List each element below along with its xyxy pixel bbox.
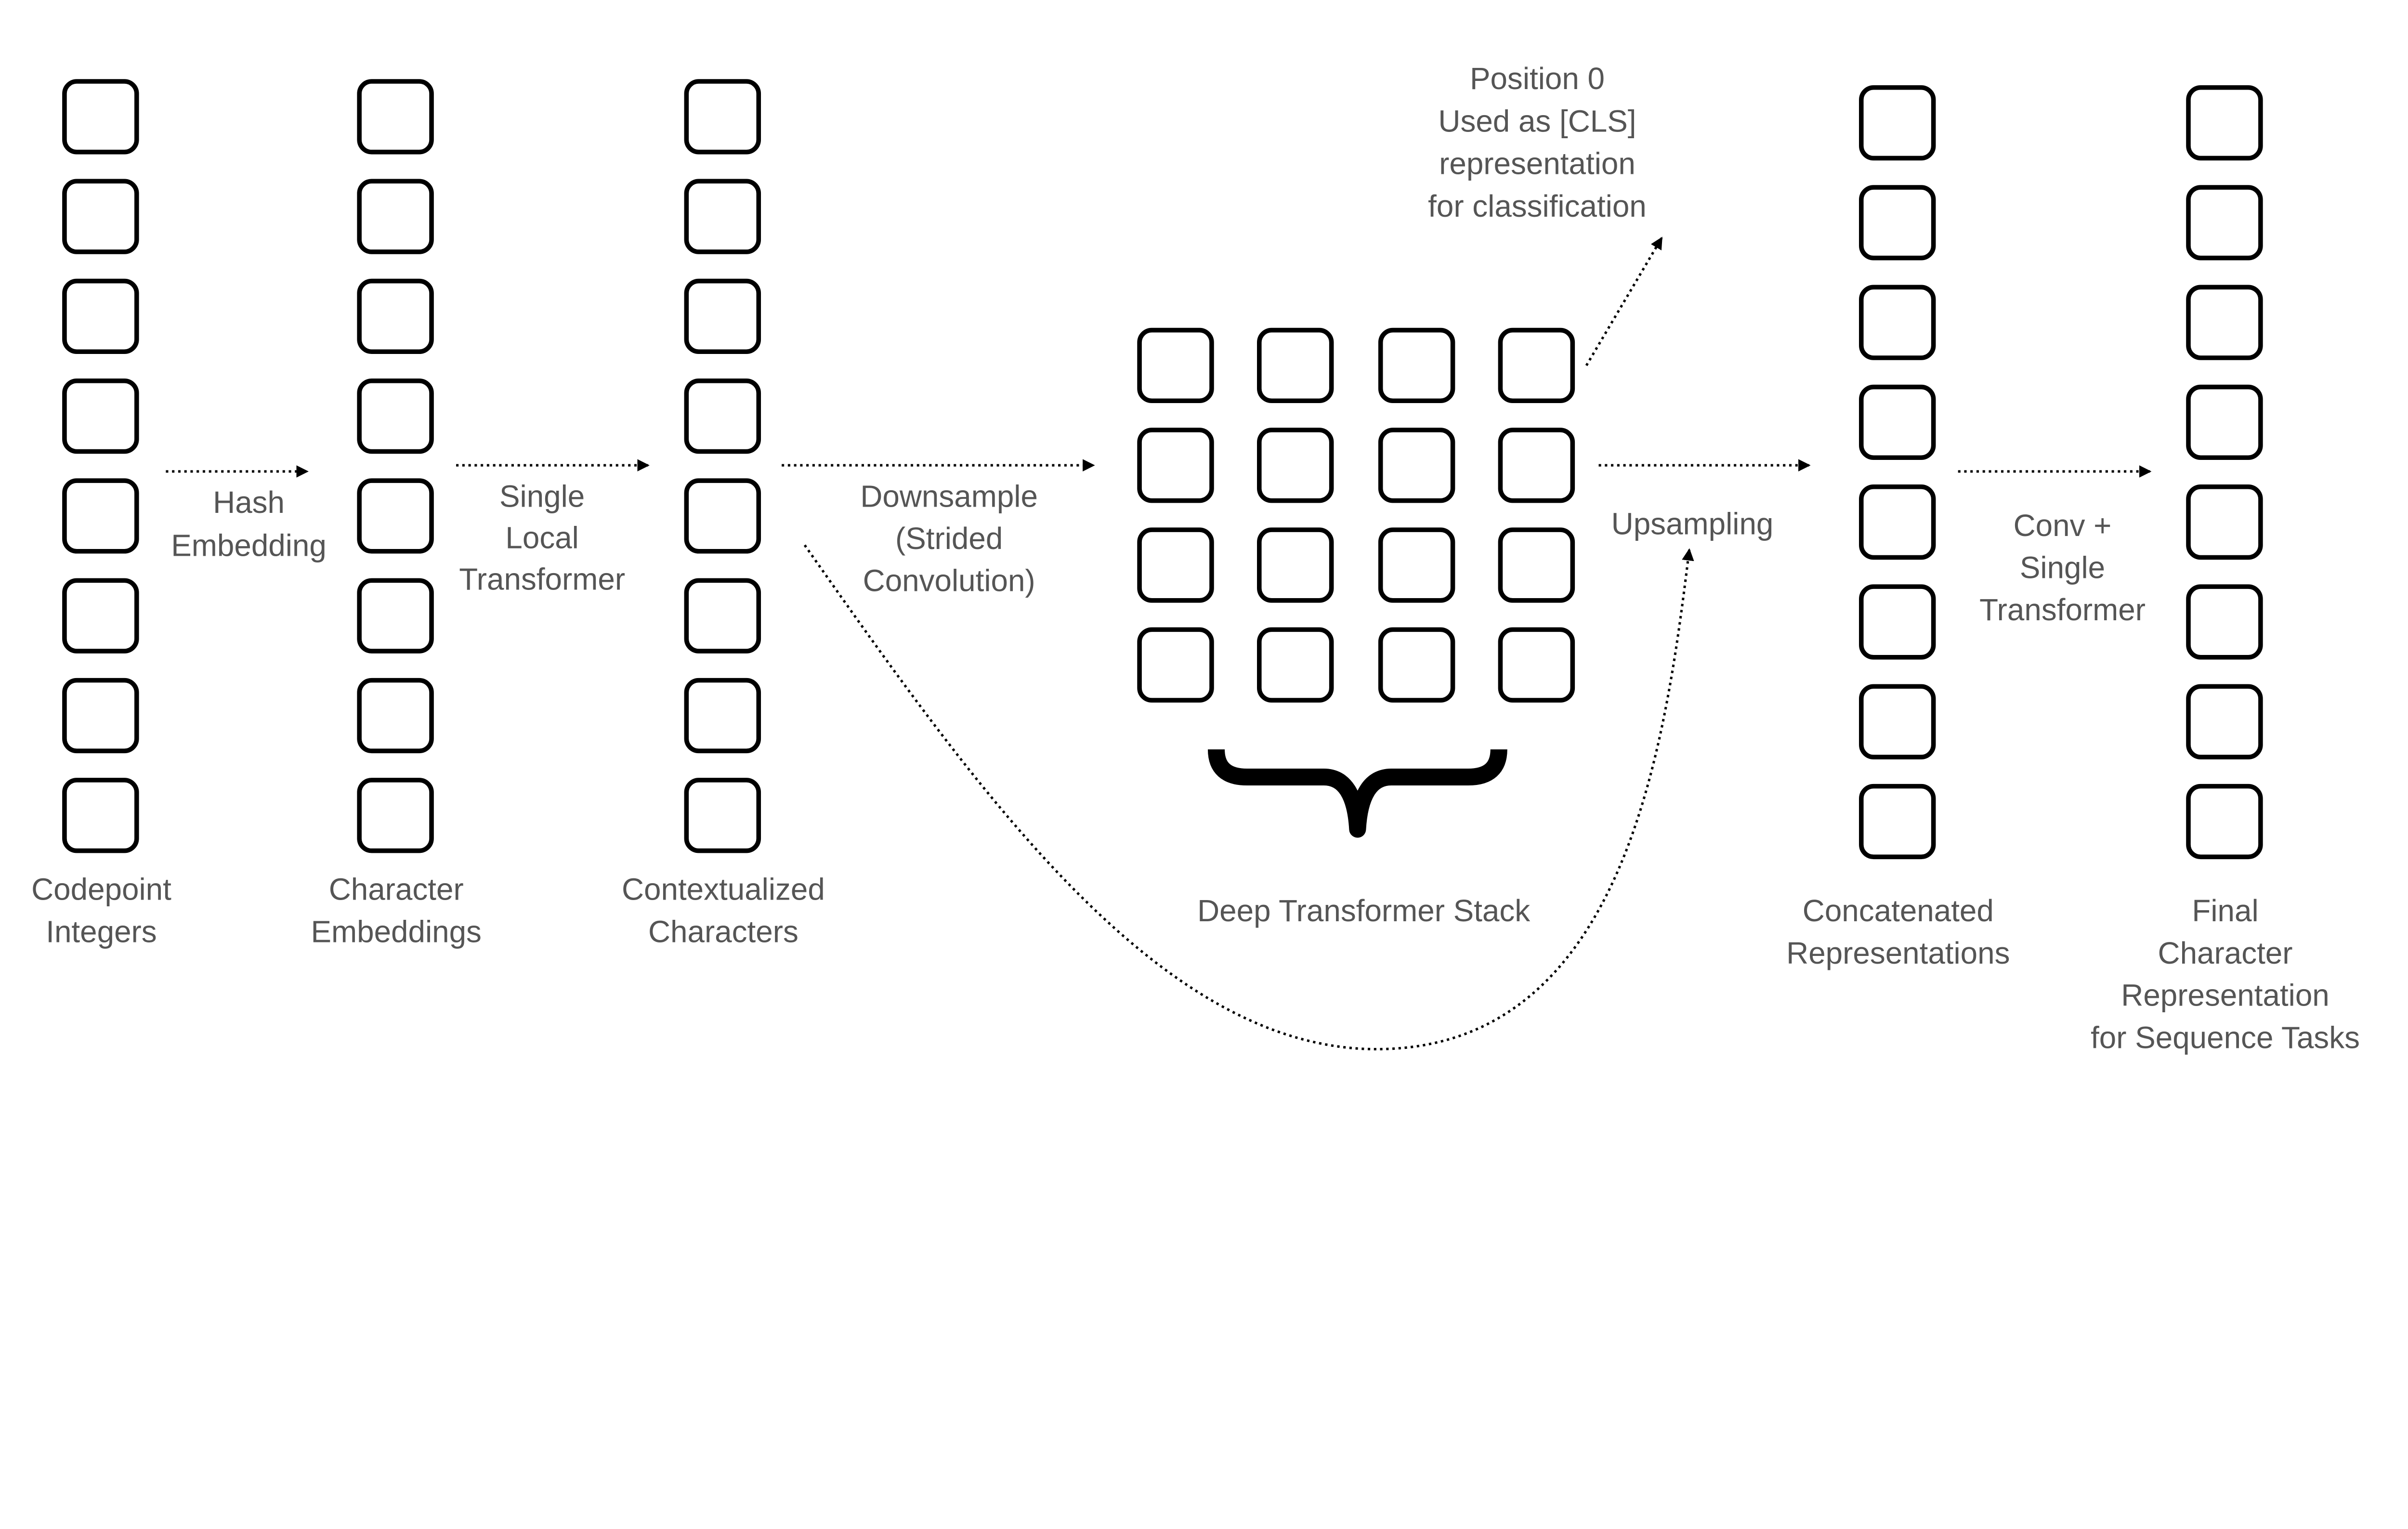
embedding-box	[684, 478, 761, 554]
embedding-box	[1378, 527, 1455, 603]
embedding-box	[1859, 285, 1936, 360]
embedding-box	[684, 778, 761, 853]
embedding-box	[62, 778, 139, 853]
embedding-box	[1498, 627, 1575, 703]
embedding-box	[1137, 327, 1214, 404]
embedding-box	[62, 678, 139, 754]
arrow-cls	[1585, 236, 1663, 366]
canine-architecture-diagram: CodepointIntegersCharacterEmbeddingsCont…	[31, 61, 2360, 1055]
embedding-box	[1498, 527, 1575, 603]
arrow-label-upsampling: Upsampling	[1611, 507, 1774, 541]
embedding-box	[357, 79, 434, 155]
arrow-label-local: Local	[505, 520, 578, 555]
arrow-skip-connection	[803, 544, 1694, 1051]
embedding-box	[684, 278, 761, 354]
column-label: Integers	[46, 914, 157, 949]
arrow-label-conv: Conv +	[2014, 508, 2112, 543]
arrow-label-downsample: (Strided	[895, 521, 1003, 556]
embedding-box	[62, 578, 139, 653]
embedding-box	[2186, 384, 2263, 460]
embedding-box	[1257, 428, 1334, 503]
column-label: Codepoint	[31, 872, 171, 907]
embedding-box	[1378, 627, 1455, 703]
embedding-box	[684, 179, 761, 254]
embedding-box	[1378, 327, 1455, 404]
column-label: Contextualized	[622, 872, 825, 907]
embedding-box	[357, 578, 434, 653]
embedding-box	[1137, 627, 1214, 703]
cls-note: Used as [CLS]	[1438, 104, 1636, 138]
embedding-box	[1257, 627, 1334, 703]
arrow-label-hash: Embedding	[171, 528, 327, 562]
embedding-box	[62, 79, 139, 155]
brace-icon	[1207, 749, 1507, 838]
embedding-box	[357, 478, 434, 554]
embedding-box	[2186, 684, 2263, 759]
embedding-box	[62, 478, 139, 554]
arrow-label-downsample: Downsample	[860, 479, 1038, 513]
column-label: for Sequence Tasks	[2091, 1020, 2360, 1055]
embedding-box	[357, 179, 434, 254]
arrow-label-local: Transformer	[459, 562, 625, 596]
column-label: Character	[2158, 936, 2293, 970]
cls-note: representation	[1439, 146, 1636, 181]
embedding-box	[1859, 384, 1936, 460]
embedding-box	[2186, 85, 2263, 161]
embedding-box	[1137, 527, 1214, 603]
embedding-box	[1498, 428, 1575, 503]
cls-note: for classification	[1428, 189, 1647, 223]
embedding-box	[1859, 484, 1936, 560]
embedding-box	[62, 179, 139, 254]
stack-label: Deep Transformer Stack	[1197, 893, 1530, 928]
embedding-box	[357, 278, 434, 354]
column-label: Character	[329, 872, 464, 907]
embedding-boxes	[62, 79, 2263, 860]
embedding-box	[62, 379, 139, 454]
column-label: Embeddings	[311, 914, 481, 949]
embedding-box	[1257, 327, 1334, 404]
embedding-box	[1859, 584, 1936, 660]
embedding-box	[1859, 684, 1936, 759]
arrow-label-conv: Single	[2020, 550, 2105, 585]
embedding-box	[357, 778, 434, 853]
embedding-box	[357, 379, 434, 454]
embedding-box	[2186, 584, 2263, 660]
embedding-box	[1378, 428, 1455, 503]
embedding-box	[1859, 784, 1936, 860]
arrow-label-hash: Hash	[213, 485, 285, 520]
arrow-label-local: Single	[499, 479, 585, 513]
arrow-label-conv: Transformer	[1979, 592, 2146, 627]
column-label: Representations	[1786, 936, 2010, 970]
embedding-box	[1859, 185, 1936, 261]
column-label: Concatenated	[1803, 893, 1994, 928]
column-label: Representation	[2121, 978, 2329, 1013]
embedding-box	[357, 678, 434, 754]
column-label: Characters	[648, 914, 798, 949]
embedding-box	[684, 79, 761, 155]
column-label: Final	[2192, 893, 2258, 928]
embedding-box	[2186, 185, 2263, 261]
embedding-box	[1257, 527, 1334, 603]
embedding-box	[684, 379, 761, 454]
embedding-box	[2186, 484, 2263, 560]
embedding-box	[2186, 285, 2263, 360]
embedding-box	[1137, 428, 1214, 503]
embedding-box	[62, 278, 139, 354]
embedding-box	[684, 678, 761, 754]
arrow-label-downsample: Convolution)	[863, 563, 1035, 598]
cls-note: Position 0	[1470, 61, 1605, 96]
embedding-box	[2186, 784, 2263, 860]
embedding-box	[1498, 327, 1575, 404]
embedding-box	[1859, 85, 1936, 161]
embedding-box	[684, 578, 761, 653]
